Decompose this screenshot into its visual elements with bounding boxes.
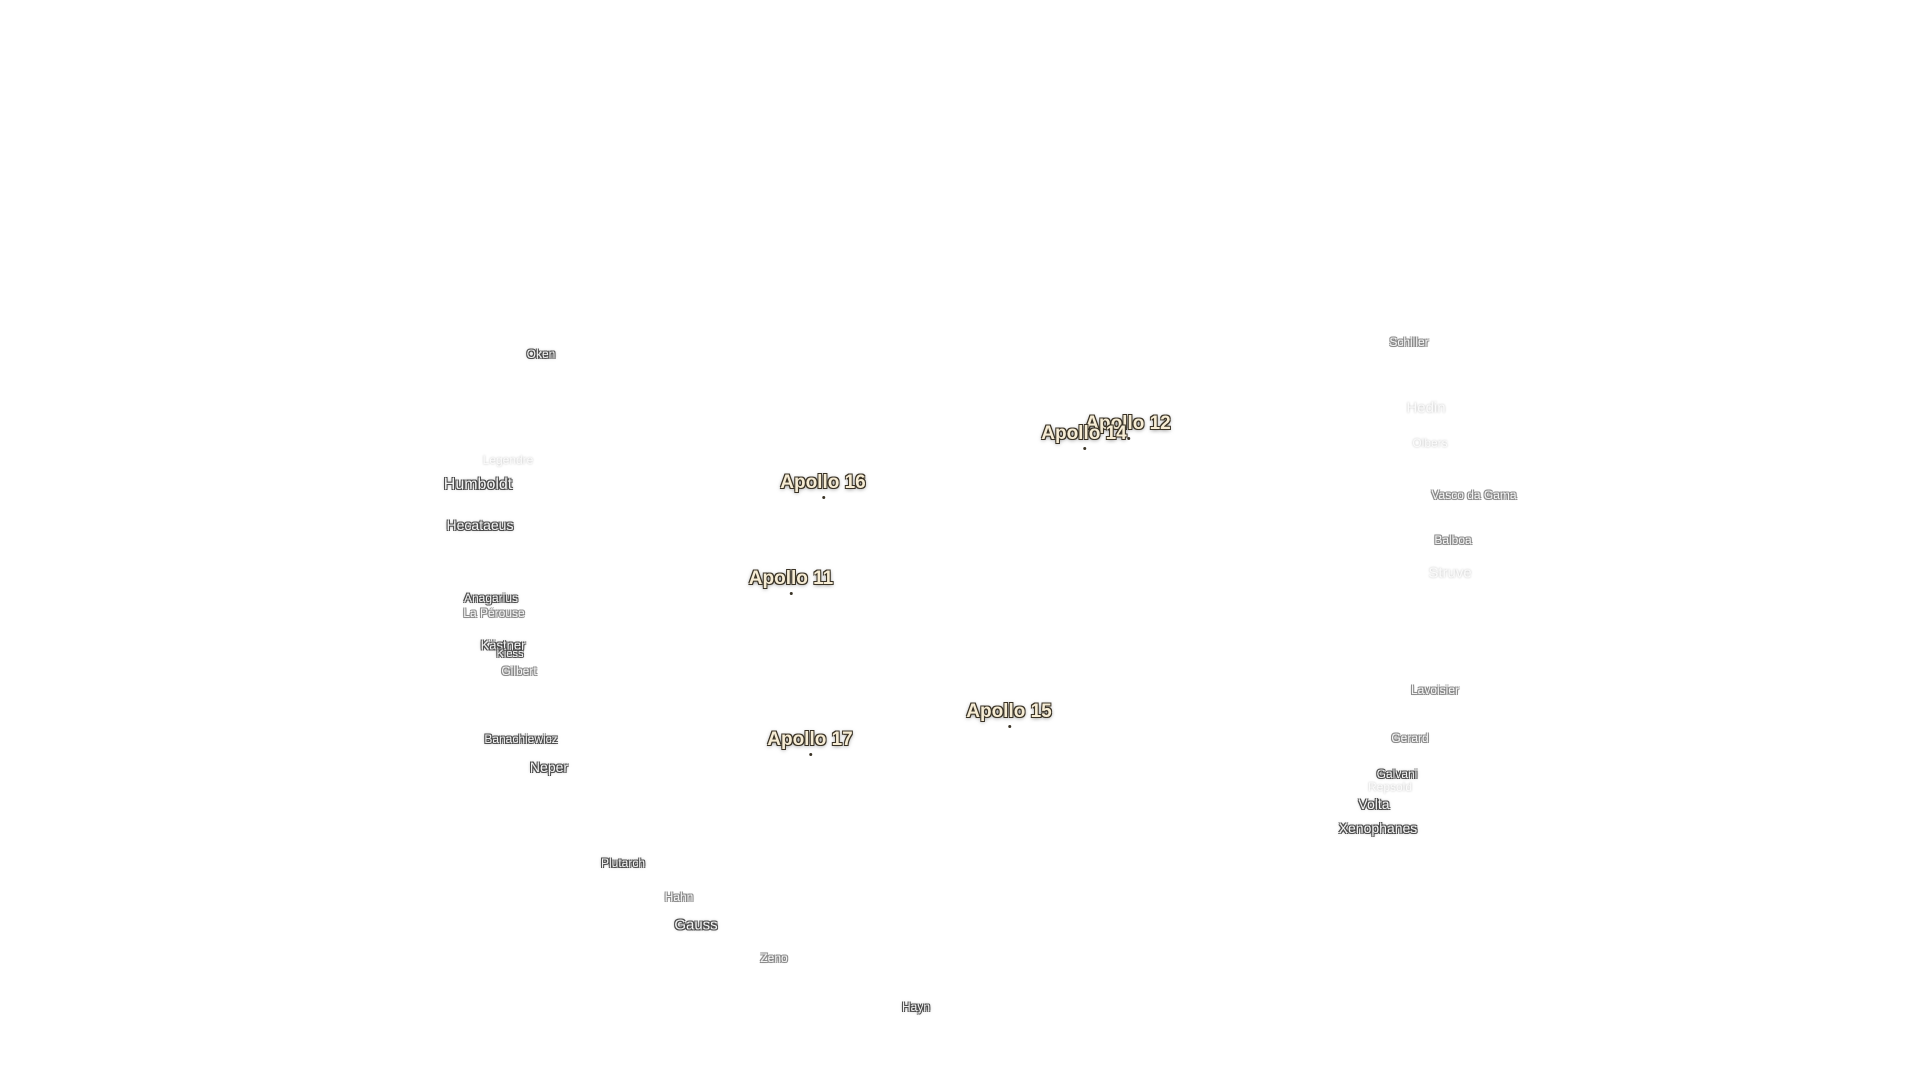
landing-site-marker <box>1007 725 1011 728</box>
crater-label-repsold[interactable]: Repsold <box>1367 780 1413 794</box>
landing-site-marker <box>808 753 812 756</box>
landing-site-label: Apollo 15 <box>966 701 1052 722</box>
landing-site-label: Apollo 12 <box>1085 413 1171 434</box>
landing-site-marker <box>821 496 825 499</box>
crater-label-kiess[interactable]: Kiess <box>496 648 524 660</box>
landing-site-apollo-15[interactable]: Apollo 15 <box>966 701 1052 728</box>
crater-label-olbers[interactable]: Olbers <box>1412 436 1448 450</box>
landing-site-apollo-16[interactable]: Apollo 16 <box>780 472 866 499</box>
landing-site-label: Apollo 16 <box>780 472 866 493</box>
crater-label-humboldt[interactable]: Humboldt <box>443 476 513 493</box>
crater-label-la-perouse[interactable]: La Pérouse <box>463 606 525 620</box>
crater-label-legendre[interactable]: Legendre <box>482 453 534 467</box>
crater-label-xenophanes[interactable]: Xenophanes <box>1338 820 1418 836</box>
crater-label-plutarch[interactable]: Plutarch <box>600 856 646 870</box>
crater-label-lavoisier[interactable]: Lavoisier <box>1410 683 1460 697</box>
crater-label-hecataeus[interactable]: Hecataeus <box>446 517 514 533</box>
crater-label-banachiewicz[interactable]: Banachiewicz <box>484 732 558 746</box>
crater-label-hahn[interactable]: Hahn <box>664 890 694 904</box>
crater-label-zeno[interactable]: Zeno <box>760 951 788 965</box>
landing-site-marker <box>1082 447 1086 450</box>
crater-label-hayn[interactable]: Hayn <box>901 1000 931 1014</box>
crater-label-gilbert[interactable]: Gilbert <box>501 664 537 678</box>
crater-label-gauss[interactable]: Gauss <box>674 916 718 934</box>
crater-label-gerard[interactable]: Gerard <box>1391 731 1429 745</box>
crater-label-galvani[interactable]: Galvani <box>1376 767 1418 781</box>
crater-label-volta[interactable]: Volta <box>1358 796 1390 812</box>
crater-label-anagarius[interactable]: Anagarius <box>463 591 519 605</box>
landing-site-apollo-11[interactable]: Apollo 11 <box>748 568 834 595</box>
landing-site-apollo-14[interactable]: Apollo 14 <box>1041 423 1127 450</box>
crater-label-neper[interactable]: Neper <box>529 759 569 775</box>
crater-label-kastner[interactable]: Kästner <box>480 637 526 653</box>
crater-label-schiller[interactable]: Schiller <box>1389 335 1429 349</box>
landing-site-label: Apollo 17 <box>767 729 853 750</box>
crater-label-oken[interactable]: Oken <box>526 347 556 361</box>
crater-label-struve[interactable]: Struve <box>1428 564 1472 582</box>
landing-site-apollo-12[interactable]: Apollo 12 <box>1085 413 1171 440</box>
crater-label-hedin[interactable]: Hedin <box>1406 399 1446 417</box>
landing-site-marker <box>1126 437 1130 440</box>
landing-site-apollo-17[interactable]: Apollo 17 <box>767 729 853 756</box>
landing-site-label: Apollo 14 <box>1041 423 1127 444</box>
crater-label-vasco-da-gama[interactable]: Vasco da Gama <box>1431 488 1517 502</box>
landing-site-label: Apollo 11 <box>748 568 834 589</box>
crater-label-balboa[interactable]: Balboa <box>1434 533 1472 547</box>
landing-site-marker <box>790 592 793 595</box>
